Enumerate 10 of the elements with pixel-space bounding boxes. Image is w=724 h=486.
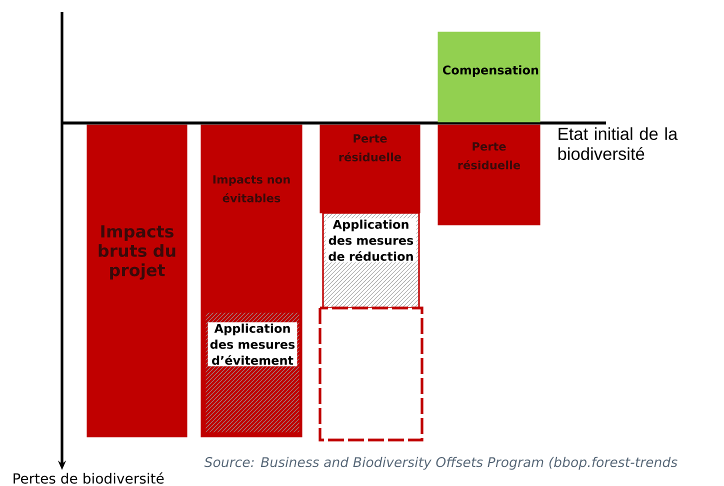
loss-bar: Perte résiduelle xyxy=(320,124,420,214)
hatched-bar: Application des mesures de réduction xyxy=(322,212,420,309)
axis-label: Etat initial de la biodiversité xyxy=(558,127,678,160)
source-note: Source: Business and Biodiversity Offsets Program (bbop.forest-trends xyxy=(204,456,678,470)
compensation-bar: Compensation xyxy=(438,32,540,122)
axis-label: Pertes de biodiversité xyxy=(14,472,164,484)
loss-bar: Perte résiduelle xyxy=(438,124,540,226)
dashed-box xyxy=(318,306,424,442)
loss-bar: Impacts bruts du projet xyxy=(86,124,188,438)
hatched-bar: Application des mesures d’évitement xyxy=(204,311,301,434)
